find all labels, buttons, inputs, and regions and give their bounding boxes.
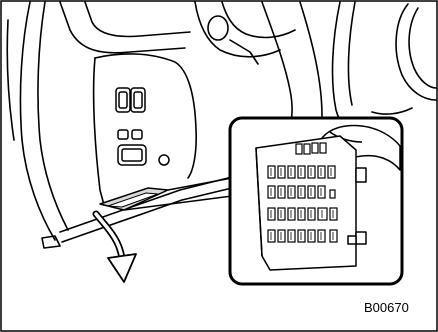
fuse-block xyxy=(256,136,366,270)
figure-code-label: B00670 xyxy=(364,300,409,316)
